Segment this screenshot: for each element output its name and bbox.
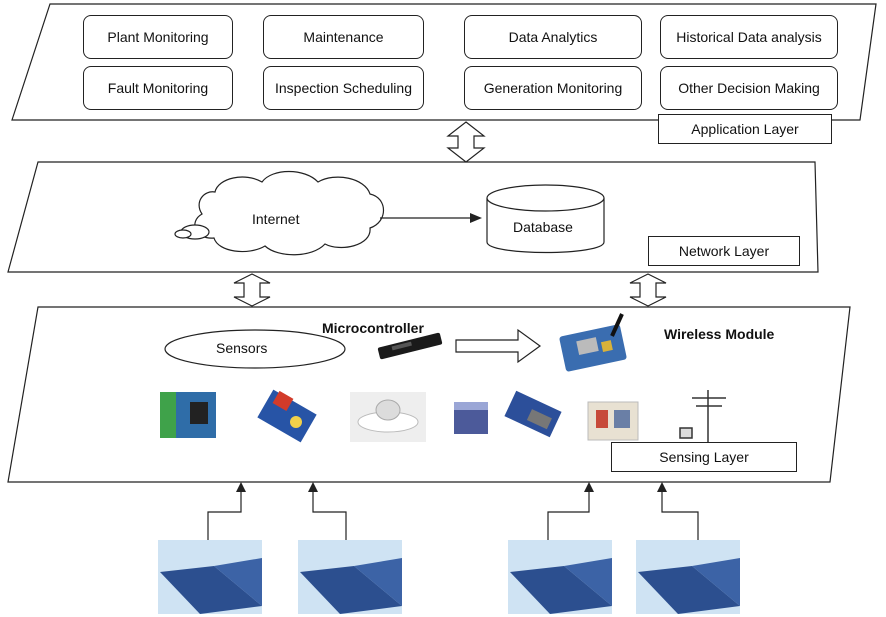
microcontroller-label: Microcontroller — [322, 320, 424, 336]
network-sensing-left-double-arrow — [233, 273, 271, 307]
panel-connector-arrows — [207, 490, 699, 540]
network-layer-label: Network Layer — [648, 236, 800, 266]
network-layer-frame — [7, 161, 819, 273]
solar-panel-image-4 — [636, 540, 740, 614]
current-sensor-board-icon — [160, 392, 216, 438]
app-network-double-arrow — [446, 121, 486, 163]
energy-meter-box-icon — [454, 402, 488, 434]
sensors-label: Sensors — [216, 340, 268, 356]
fault-monitoring-box: Fault Monitoring — [83, 66, 233, 110]
inspection-scheduling-box: Inspection Scheduling — [263, 66, 424, 110]
generation-monitoring-box: Generation Monitoring — [464, 66, 642, 110]
other-decision-making-box: Other Decision Making — [660, 66, 838, 110]
historical-data-analysis-box: Historical Data analysis — [660, 15, 838, 59]
network-sensing-right-double-arrow — [629, 273, 667, 307]
microcontroller-wireless-arrow — [455, 328, 542, 364]
solar-panel-image-1 — [158, 540, 262, 614]
sensors-ellipse — [164, 329, 346, 369]
sensing-layer-label: Sensing Layer — [611, 442, 797, 472]
solar-panel-image-3 — [508, 540, 612, 614]
solar-panel-image-2 — [298, 540, 402, 614]
relay-module-icon — [257, 389, 317, 443]
plant-monitoring-box: Plant Monitoring — [83, 15, 233, 59]
internet-database-arrowhead — [470, 213, 482, 223]
panel-connector-arrowheads — [236, 482, 667, 492]
serial-interface-board-icon — [504, 390, 562, 438]
pyranometer-icon — [350, 392, 426, 442]
wireless-module-label: Wireless Module — [664, 326, 775, 342]
data-analytics-box: Data Analytics — [464, 15, 642, 59]
internet-cloud-icon — [174, 171, 385, 256]
database-cylinder-icon — [486, 184, 605, 254]
database-label: Database — [513, 219, 573, 235]
junction-box-icon — [587, 401, 639, 441]
application-layer-label: Application Layer — [658, 114, 832, 144]
maintenance-box: Maintenance — [263, 15, 424, 59]
internet-label: Internet — [252, 211, 300, 227]
wireless-module-board-icon — [559, 313, 627, 372]
microcontroller-chip-icon — [377, 332, 443, 360]
